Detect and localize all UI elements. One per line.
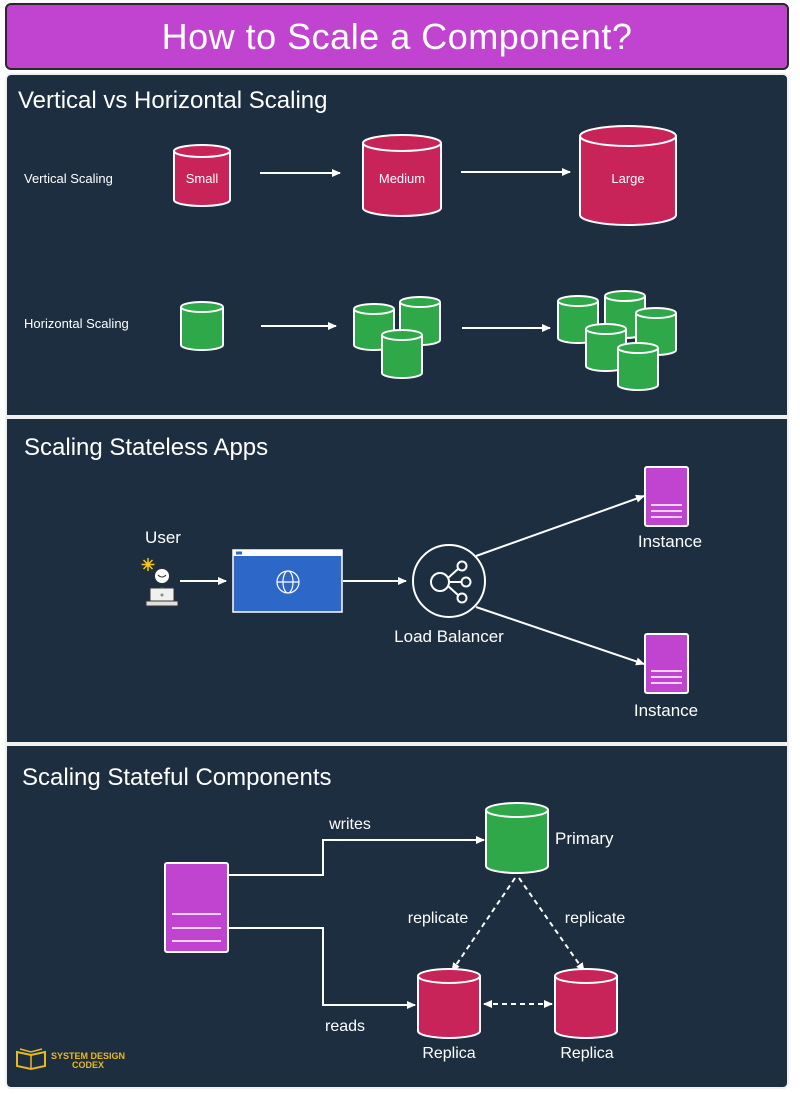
db-medium-label: Medium — [379, 171, 425, 186]
user-at-laptop-icon — [141, 558, 179, 607]
title-bar: How to Scale a Component? — [5, 3, 789, 70]
section-heading-stateful: Scaling Stateful Components — [22, 764, 332, 791]
writes-label: writes — [328, 816, 371, 833]
reads-connector — [229, 927, 416, 1009]
replicate-arrow-right — [518, 877, 585, 972]
section-heading-scaling: Vertical vs Horizontal Scaling — [18, 87, 327, 114]
web-browser-icon — [232, 549, 343, 613]
load-balancer-icon — [412, 544, 486, 618]
instance-1-label: Instance — [638, 532, 702, 551]
logo-line-2: CODEX — [72, 1060, 104, 1070]
database-small-icon — [173, 144, 231, 207]
replicate-left-label: replicate — [408, 910, 469, 927]
database-primary-icon — [485, 802, 549, 874]
database-green-cluster-3-icon — [353, 296, 441, 379]
instance-2-label: Instance — [634, 701, 698, 720]
user-label: User — [145, 528, 181, 547]
db-large-label: Large — [611, 171, 644, 186]
database-large-icon — [579, 125, 677, 226]
server-instance-1-icon — [644, 466, 689, 527]
arrow-lb-to-instance-1 — [475, 494, 645, 557]
database-green-cluster-6-icon — [557, 290, 677, 391]
section-heading-stateless: Scaling Stateless Apps — [24, 434, 268, 461]
database-green-single-icon — [180, 301, 224, 351]
horizontal-scaling-label: Horizontal Scaling — [24, 316, 129, 331]
reads-label: reads — [325, 1018, 365, 1035]
stateful-panel — [5, 744, 789, 1089]
app-server-icon — [164, 862, 229, 953]
server-instance-2-icon — [644, 633, 689, 694]
replicate-right-label: replicate — [565, 910, 626, 927]
logo-line-1: SYSTEM DESIGN — [51, 1051, 125, 1061]
database-replica-1-icon — [417, 968, 481, 1039]
replica-1-label: Replica — [422, 1045, 475, 1062]
vertical-scaling-label: Vertical Scaling — [24, 171, 113, 186]
replicate-arrow-left — [451, 877, 516, 972]
load-balancer-label: Load Balancer — [394, 627, 504, 646]
database-medium-icon — [362, 134, 442, 217]
page-title: How to Scale a Component? — [161, 15, 633, 57]
writes-connector — [229, 836, 485, 876]
arrow-lb-to-instance-2 — [475, 606, 645, 666]
database-replica-2-icon — [554, 968, 618, 1039]
db-small-label: Small — [186, 171, 219, 186]
replica-2-label: Replica — [560, 1045, 613, 1062]
primary-label: Primary — [555, 829, 614, 848]
system-design-codex-logo: SYSTEM DESIGN CODEX — [16, 1048, 125, 1071]
